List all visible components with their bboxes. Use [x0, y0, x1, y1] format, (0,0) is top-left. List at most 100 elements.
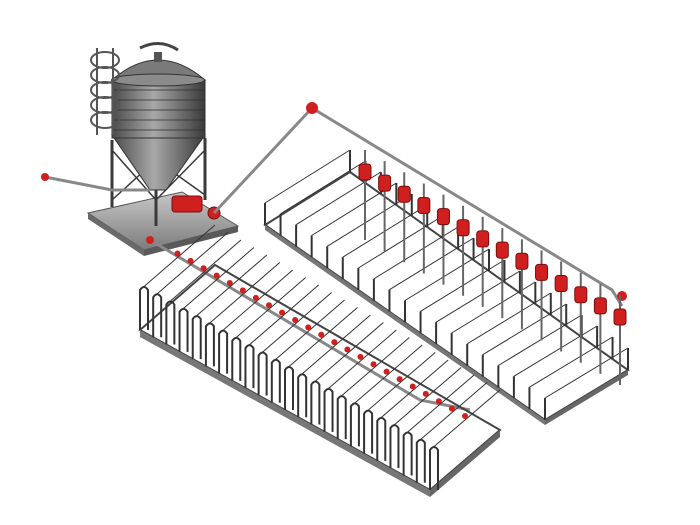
feed-drop: [383, 368, 390, 375]
silo-body: [110, 42, 207, 139]
dispenser-canister: [358, 163, 372, 181]
stall-divider: [231, 277, 307, 342]
feed-drop: [252, 294, 259, 301]
stall-divider: [466, 292, 552, 345]
stall-divider: [166, 239, 242, 305]
stall-gate: [178, 307, 189, 352]
dispenser-canister: [574, 286, 588, 304]
stall-divider: [324, 329, 397, 393]
stall-divider: [311, 182, 397, 236]
dispenser-canister: [554, 275, 568, 293]
stall-divider: [403, 374, 475, 436]
stall-gate: [244, 344, 255, 389]
stall-divider: [280, 160, 366, 215]
stall-gate: [270, 358, 281, 403]
stall-divider: [192, 254, 268, 320]
stall-gate: [165, 300, 176, 345]
stall-gate: [218, 329, 229, 374]
stall-gate: [363, 409, 374, 454]
dispenser-canister: [476, 230, 490, 248]
feed-drop: [396, 376, 403, 383]
stall-divider: [529, 336, 613, 388]
stall-divider: [350, 344, 423, 407]
stall-gate: [257, 351, 268, 396]
stall-divider: [416, 382, 488, 444]
feed-drop: [187, 257, 194, 264]
stall-divider: [376, 359, 449, 422]
feed-drop: [331, 339, 338, 346]
stall-divider: [404, 248, 490, 301]
stall-divider: [482, 303, 567, 356]
feed-drop: [239, 287, 246, 294]
stall-gate: [349, 402, 360, 447]
feed-drop: [174, 250, 181, 257]
stall-gate: [389, 424, 400, 469]
feed-drop: [370, 361, 377, 368]
stall-divider: [435, 270, 521, 323]
feed-drop: [200, 265, 207, 272]
stall-divider: [544, 347, 629, 399]
feed-drop: [344, 346, 351, 353]
stall-divider: [337, 337, 410, 400]
dispenser-canister: [613, 308, 627, 326]
stall-divider: [297, 314, 371, 378]
dispenser-canister: [436, 208, 450, 226]
stall-divider: [513, 325, 598, 377]
feed-drop: [318, 331, 325, 338]
feed-drop: [357, 353, 364, 360]
sow-stalls-front-row: [138, 224, 502, 497]
stall-gate: [231, 336, 242, 381]
stall-divider: [295, 171, 382, 226]
sow-stalls-back-row: [263, 149, 630, 425]
stall-gate: [204, 322, 215, 367]
stall-gate: [336, 395, 347, 440]
silo-hopper: [111, 134, 206, 191]
stall-gate: [310, 380, 321, 425]
stall-divider: [498, 314, 582, 366]
stall-gate: [402, 431, 413, 476]
feed-drop: [292, 316, 299, 323]
stall-divider: [389, 237, 474, 291]
stall-gate: [415, 438, 426, 483]
feed-drop: [422, 390, 429, 397]
stall-divider: [311, 322, 384, 385]
silo-ladder: [90, 48, 120, 135]
feed-drop: [265, 302, 272, 309]
feed-drop: [213, 272, 220, 279]
stall-divider: [271, 299, 345, 364]
stall-divider: [326, 193, 413, 247]
stall-divider: [390, 367, 462, 429]
stall-divider: [358, 215, 443, 269]
stall-divider: [373, 226, 459, 280]
dispenser-canister: [456, 219, 470, 237]
dispenser-canister: [397, 185, 411, 203]
feed-drop: [226, 280, 233, 287]
stall-gate: [323, 387, 334, 432]
dispenser-canister: [417, 196, 431, 214]
stall-divider: [245, 284, 319, 349]
feed-dispensers: [358, 150, 627, 385]
dispenser-canister: [593, 297, 607, 315]
stall-divider: [429, 389, 501, 451]
stall-divider: [139, 224, 216, 291]
stall-gate: [297, 373, 308, 418]
stall-divider: [179, 247, 255, 313]
dispenser-canister: [515, 252, 529, 270]
stall-divider: [284, 307, 358, 371]
feed-drop: [462, 413, 468, 419]
dispenser-canister: [495, 241, 509, 259]
stall-divider: [218, 269, 294, 335]
feed-drop: [305, 324, 312, 331]
stall-divider: [264, 149, 351, 204]
stall-gate: [376, 416, 387, 461]
stall-divider: [152, 232, 229, 298]
dispenser-canister: [378, 174, 392, 192]
stall-divider: [363, 352, 436, 415]
stall-divider: [205, 262, 281, 327]
stall-gate: [191, 315, 202, 360]
feed-drop: [448, 405, 455, 412]
feed-drop: [279, 309, 286, 316]
dispenser-canister: [535, 263, 549, 281]
